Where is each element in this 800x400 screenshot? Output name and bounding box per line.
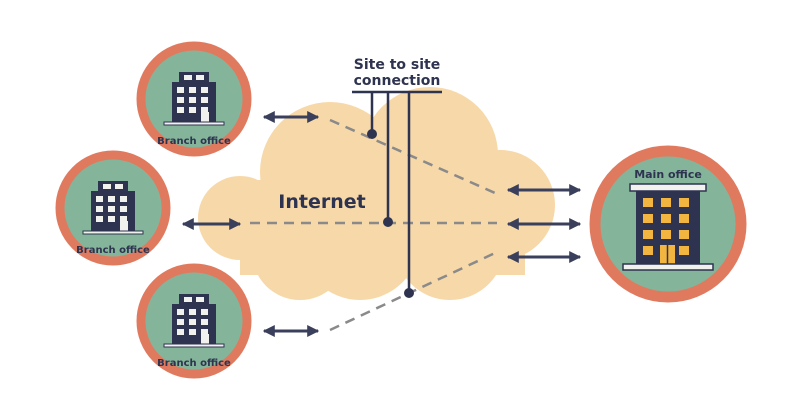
tunnel-top	[329, 118, 496, 195]
building-icon	[163, 294, 225, 348]
branch-office-label: Branch office	[76, 245, 150, 256]
branch-office-node: Branch office	[136, 263, 252, 379]
branch-office-label: Branch office	[157, 358, 231, 369]
callout-dot-bottom	[404, 288, 414, 298]
callout-title-line2: connection	[354, 73, 441, 89]
main-office-building-icon	[622, 183, 714, 271]
callout-dot-middle	[383, 217, 393, 227]
arrows	[181, 111, 582, 337]
main-office-label: Main office	[634, 168, 702, 181]
main-office-node: Main office	[589, 145, 747, 303]
building-icon	[82, 181, 144, 235]
internet-cloud	[198, 87, 555, 300]
building-icon	[163, 72, 225, 126]
callout-dot-top	[367, 129, 377, 139]
callout-lines	[352, 90, 442, 292]
internet-label: Internet	[278, 191, 365, 213]
branch-office-label: Branch office	[157, 136, 231, 147]
branch-office-node: Branch office	[55, 150, 171, 266]
branch-office-node: Branch office	[136, 41, 252, 157]
callout-title-line1: Site to site	[354, 57, 440, 73]
